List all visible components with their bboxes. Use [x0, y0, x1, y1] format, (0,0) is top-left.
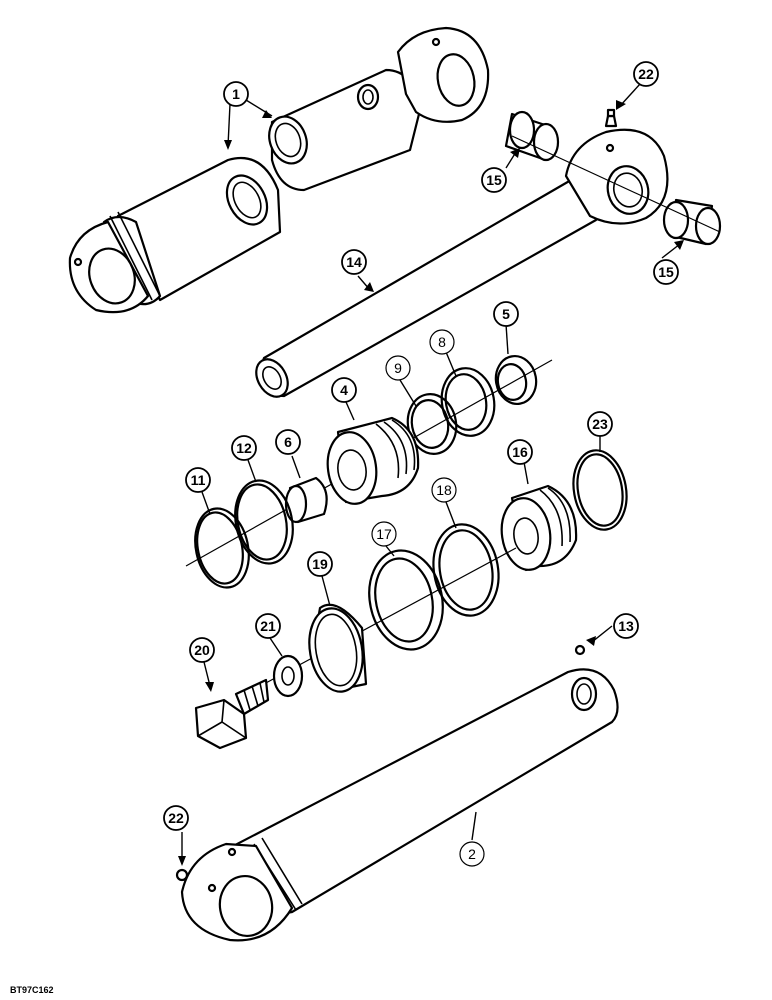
callout-8: 8	[429, 329, 455, 355]
piston-16	[500, 484, 578, 572]
callout-label: 22	[168, 810, 184, 826]
callout-15a: 15	[481, 167, 507, 193]
callout-22a: 22	[633, 61, 659, 87]
nut-19	[308, 603, 368, 693]
barrel-upper-right-with-trunnion	[268, 26, 490, 192]
ring-18	[432, 523, 500, 617]
callout-label: 23	[592, 416, 608, 432]
callout-label: 13	[618, 618, 634, 634]
leader-lines	[178, 83, 684, 866]
axis-line-top	[511, 135, 721, 233]
callout-1: 1	[223, 81, 249, 107]
ring-11	[194, 507, 250, 589]
callout-15b: 15	[653, 259, 679, 285]
callout-2: 2	[459, 841, 485, 867]
callout-5: 5	[493, 301, 519, 327]
axis-line-lower	[263, 547, 517, 685]
callout-label: 2	[468, 846, 476, 862]
callout-label: 6	[284, 434, 292, 450]
callout-label: 17	[376, 526, 392, 542]
callout-label: 15	[658, 264, 674, 280]
callout-18: 18	[431, 477, 457, 503]
bushing-15-right	[662, 198, 722, 246]
seal-5	[494, 355, 538, 405]
ring-23	[572, 449, 628, 531]
callout-label: 16	[512, 444, 528, 460]
figure-code: BT97C162	[10, 985, 54, 995]
grease-fitting-22-bottom	[175, 868, 189, 882]
callout-label: 14	[346, 254, 362, 270]
grease-fitting-13	[574, 644, 586, 656]
callout-21: 21	[255, 613, 281, 639]
callout-11: 11	[185, 467, 211, 493]
callout-16: 16	[507, 439, 533, 465]
callout-12: 12	[231, 435, 257, 461]
callout-label: 21	[260, 618, 276, 634]
callout-22b: 22	[163, 805, 189, 831]
callout-13: 13	[613, 613, 639, 639]
bushing-15-left	[504, 110, 560, 162]
callout-6: 6	[275, 429, 301, 455]
callout-17: 17	[371, 521, 397, 547]
barrel-lower	[180, 668, 619, 942]
callout-label: 12	[236, 440, 252, 456]
bolt-20	[194, 678, 270, 750]
callout-4: 4	[331, 377, 357, 403]
callout-20: 20	[189, 637, 215, 663]
callout-9: 9	[385, 355, 411, 381]
callout-label: 4	[340, 382, 348, 398]
callout-label: 8	[438, 334, 446, 350]
callout-label: 1	[232, 86, 240, 102]
callout-label: 5	[502, 306, 510, 322]
callout-label: 20	[194, 642, 210, 658]
callout-label: 22	[638, 66, 654, 82]
barrel-upper-left	[68, 156, 282, 314]
callout-label: 9	[394, 360, 402, 376]
washer-21	[272, 654, 304, 698]
callout-23: 23	[587, 411, 613, 437]
grease-fitting-top	[604, 108, 618, 128]
ring-17	[368, 549, 444, 651]
callout-label: 19	[312, 556, 328, 572]
ring-9	[406, 393, 458, 455]
callout-label: 18	[436, 482, 452, 498]
callout-19: 19	[307, 551, 333, 577]
piston-rod	[255, 128, 669, 398]
callout-label: 11	[191, 472, 206, 488]
callout-label: 15	[486, 172, 502, 188]
gland-4	[326, 416, 420, 505]
callout-14: 14	[341, 249, 367, 275]
